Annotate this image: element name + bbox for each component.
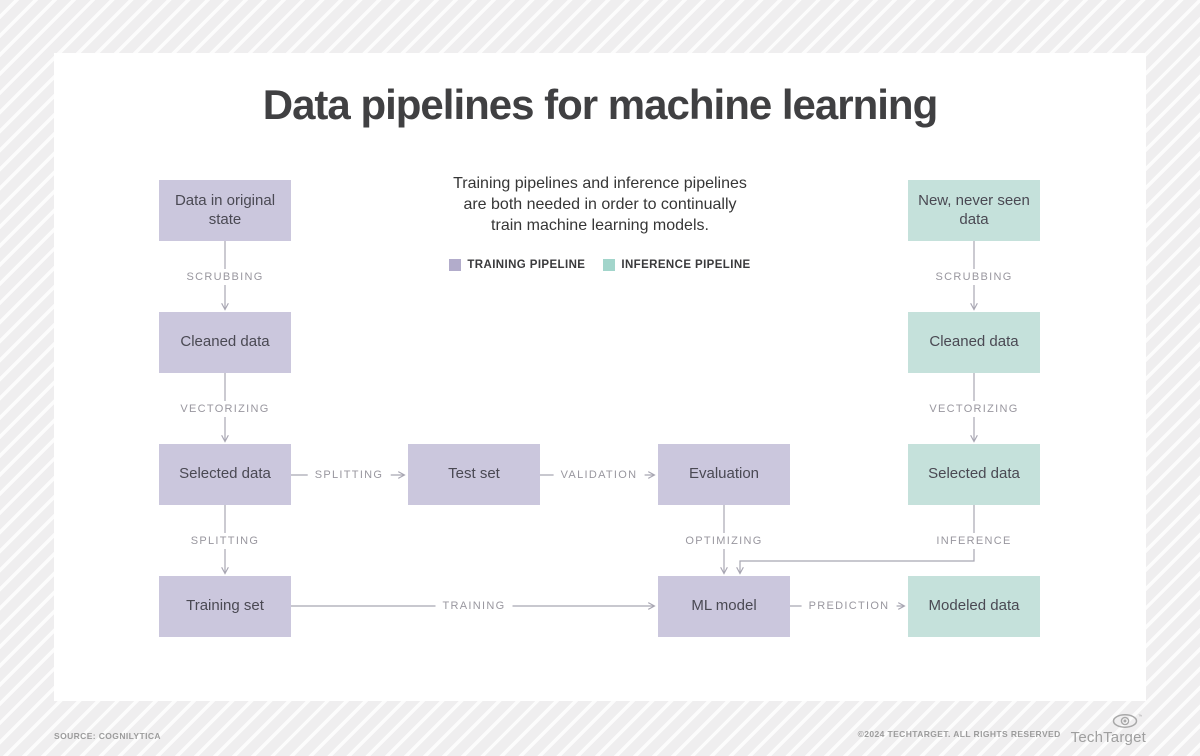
node-data-in-original-state: Data in original state	[159, 180, 291, 241]
node-modeled-data: Modeled data	[908, 576, 1040, 637]
edge-label-prediction: PREDICTION	[801, 598, 897, 614]
node-evaluation: Evaluation	[658, 444, 790, 505]
training-swatch-icon	[449, 259, 462, 271]
node-new-never-seen-data: New, never seen data	[908, 180, 1040, 241]
edge-label-vectorizing-inference: VECTORIZING	[922, 401, 1026, 417]
edge-label-training: TRAINING	[435, 598, 513, 614]
intro-line: are both needed in order to continually	[463, 196, 737, 214]
node-selected-data-inference: Selected data	[908, 444, 1040, 505]
footer-right: ©2024 TECHTARGET. ALL RIGHTS RESERVED ™ …	[858, 713, 1146, 745]
svg-text:™: ™	[1138, 714, 1142, 720]
copyright-text: ©2024 TECHTARGET. ALL RIGHTS RESERVED	[857, 729, 1061, 739]
edge-label-splitting-test-set: SPLITTING	[307, 467, 391, 483]
edge-label-scrubbing-training: SCRUBBING	[179, 269, 271, 285]
edge-label-inference: INFERENCE	[929, 533, 1019, 549]
node-cleaned-data-training: Cleaned data	[159, 312, 291, 373]
source-credit: SOURCE: COGNILYTICA	[54, 731, 161, 741]
inference-swatch-icon	[603, 259, 616, 271]
node-training-set: Training set	[159, 576, 291, 637]
legend-item-training: TRAINING PIPELINE	[449, 259, 585, 271]
node-ml-model: ML model	[658, 576, 790, 637]
edge-label-validation: VALIDATION	[553, 467, 645, 483]
edge-label-optimizing: OPTIMIZING	[678, 533, 770, 549]
infographic-card: Data pipelines for machine learning Trai…	[54, 53, 1146, 701]
legend-label: TRAINING PIPELINE	[467, 259, 586, 271]
edge-label-vectorizing-training: VECTORIZING	[173, 401, 277, 417]
edge-label-splitting-training-set: SPLITTING	[183, 533, 267, 549]
node-selected-data-training: Selected data	[159, 444, 291, 505]
brand-text: TechTarget	[1070, 729, 1146, 746]
intro-line: train machine learning models.	[491, 217, 709, 235]
legend-item-inference: INFERENCE PIPELINE	[603, 259, 750, 271]
eye-icon: ™	[1112, 714, 1142, 728]
node-cleaned-data-inference: Cleaned data	[908, 312, 1040, 373]
node-test-set: Test set	[408, 444, 540, 505]
edge-label-scrubbing-inference: SCRUBBING	[928, 269, 1020, 285]
legend: TRAINING PIPELINE INFERENCE PIPELINE	[54, 259, 1146, 271]
legend-label: INFERENCE PIPELINE	[621, 259, 751, 271]
intro-text: Training pipelines and inference pipelin…	[54, 173, 1146, 236]
intro-line: Training pipelines and inference pipelin…	[453, 175, 747, 192]
techtarget-logo: ™ TechTarget	[1071, 713, 1146, 745]
page-title: Data pipelines for machine learning	[262, 81, 939, 128]
